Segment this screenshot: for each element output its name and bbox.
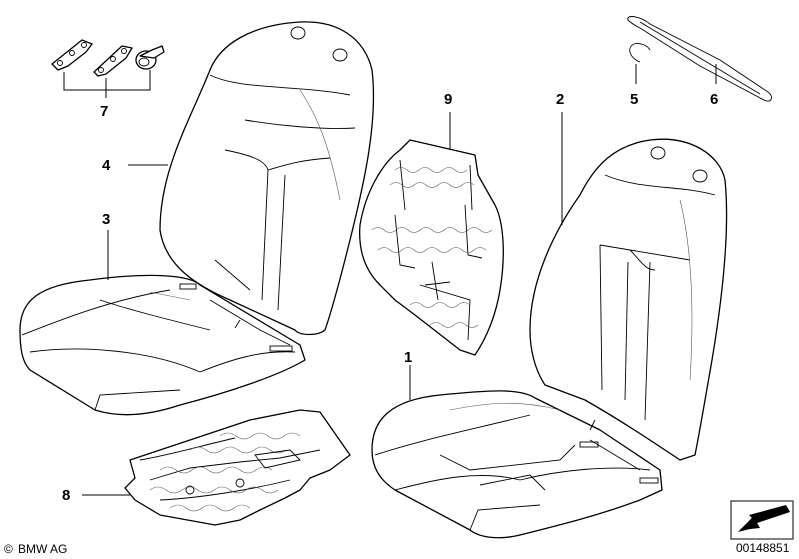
part-4-backrest-pad — [159, 21, 375, 336]
part-8-heating-mat — [124, 409, 351, 526]
callout-9: 9 — [444, 91, 452, 108]
diagram-number: 00148851 — [736, 541, 790, 555]
part-5-clip — [629, 43, 651, 84]
callout-6: 6 — [710, 91, 718, 108]
part-1-seat-cushion — [371, 390, 663, 539]
part-6-wire — [627, 16, 772, 102]
callout-2: 2 — [556, 91, 564, 108]
part-7-brackets — [51, 39, 165, 98]
callout-5: 5 — [630, 91, 638, 108]
brand-label: BMW AG — [18, 542, 67, 556]
copyright-symbol: © — [4, 542, 13, 556]
part-2-backrest — [529, 138, 728, 461]
callout-1: 1 — [404, 349, 412, 366]
part-3-seat-pad — [19, 274, 306, 416]
direction-arrow-icon — [730, 500, 794, 540]
callout-3: 3 — [102, 211, 110, 228]
callout-8: 8 — [62, 487, 70, 504]
callout-7: 7 — [100, 103, 108, 120]
part-9-backrest-heating — [359, 139, 504, 356]
callout-4: 4 — [102, 157, 111, 174]
